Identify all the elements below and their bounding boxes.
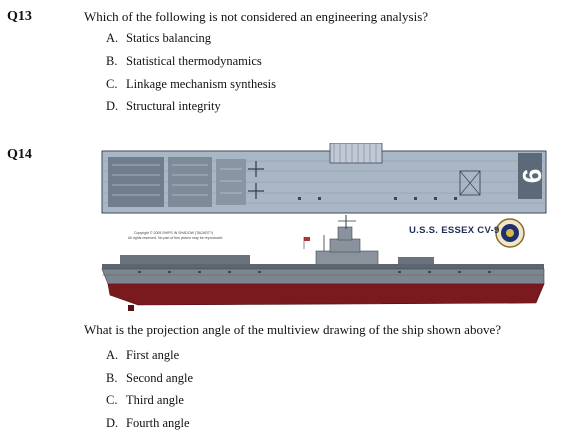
q13-option-d: D.Structural integrity: [106, 99, 221, 113]
q14-option-d: D.Fourth angle: [106, 416, 190, 430]
question-14-text: What is the projection angle of the mult…: [84, 322, 501, 337]
question-13-text: Which of the following is not considered…: [84, 9, 429, 24]
ship-name-label: U.S.S. ESSEX CV-9: [409, 225, 500, 236]
navy-emblem-icon: [495, 218, 525, 248]
q13-option-b: B.Statistical thermodynamics: [106, 54, 262, 68]
hull-number-label: 9: [517, 169, 547, 183]
q14-option-b: B.Second angle: [106, 371, 193, 385]
copyright-line-2: All rights reserved. No part of this pic…: [128, 236, 223, 240]
q13-option-c: C.Linkage mechanism synthesis: [106, 77, 276, 91]
side-view-profile: [101, 215, 545, 311]
question-13-number: Q13: [7, 9, 32, 24]
top-view-flight-deck: 9: [101, 143, 547, 214]
q14-option-c: C.Third angle: [106, 393, 184, 407]
question-14-number: Q14: [7, 147, 32, 162]
q13-option-a: A.Statics balancing: [106, 31, 212, 45]
ship-drawing-svg: 9: [101, 143, 547, 311]
copyright-line-1: Copyright © 2005 SHIPS IN SHADOW (TAGART…: [134, 231, 214, 235]
ship-multiview-drawing: 9: [98, 143, 550, 318]
q14-option-a: A.First angle: [106, 348, 180, 362]
